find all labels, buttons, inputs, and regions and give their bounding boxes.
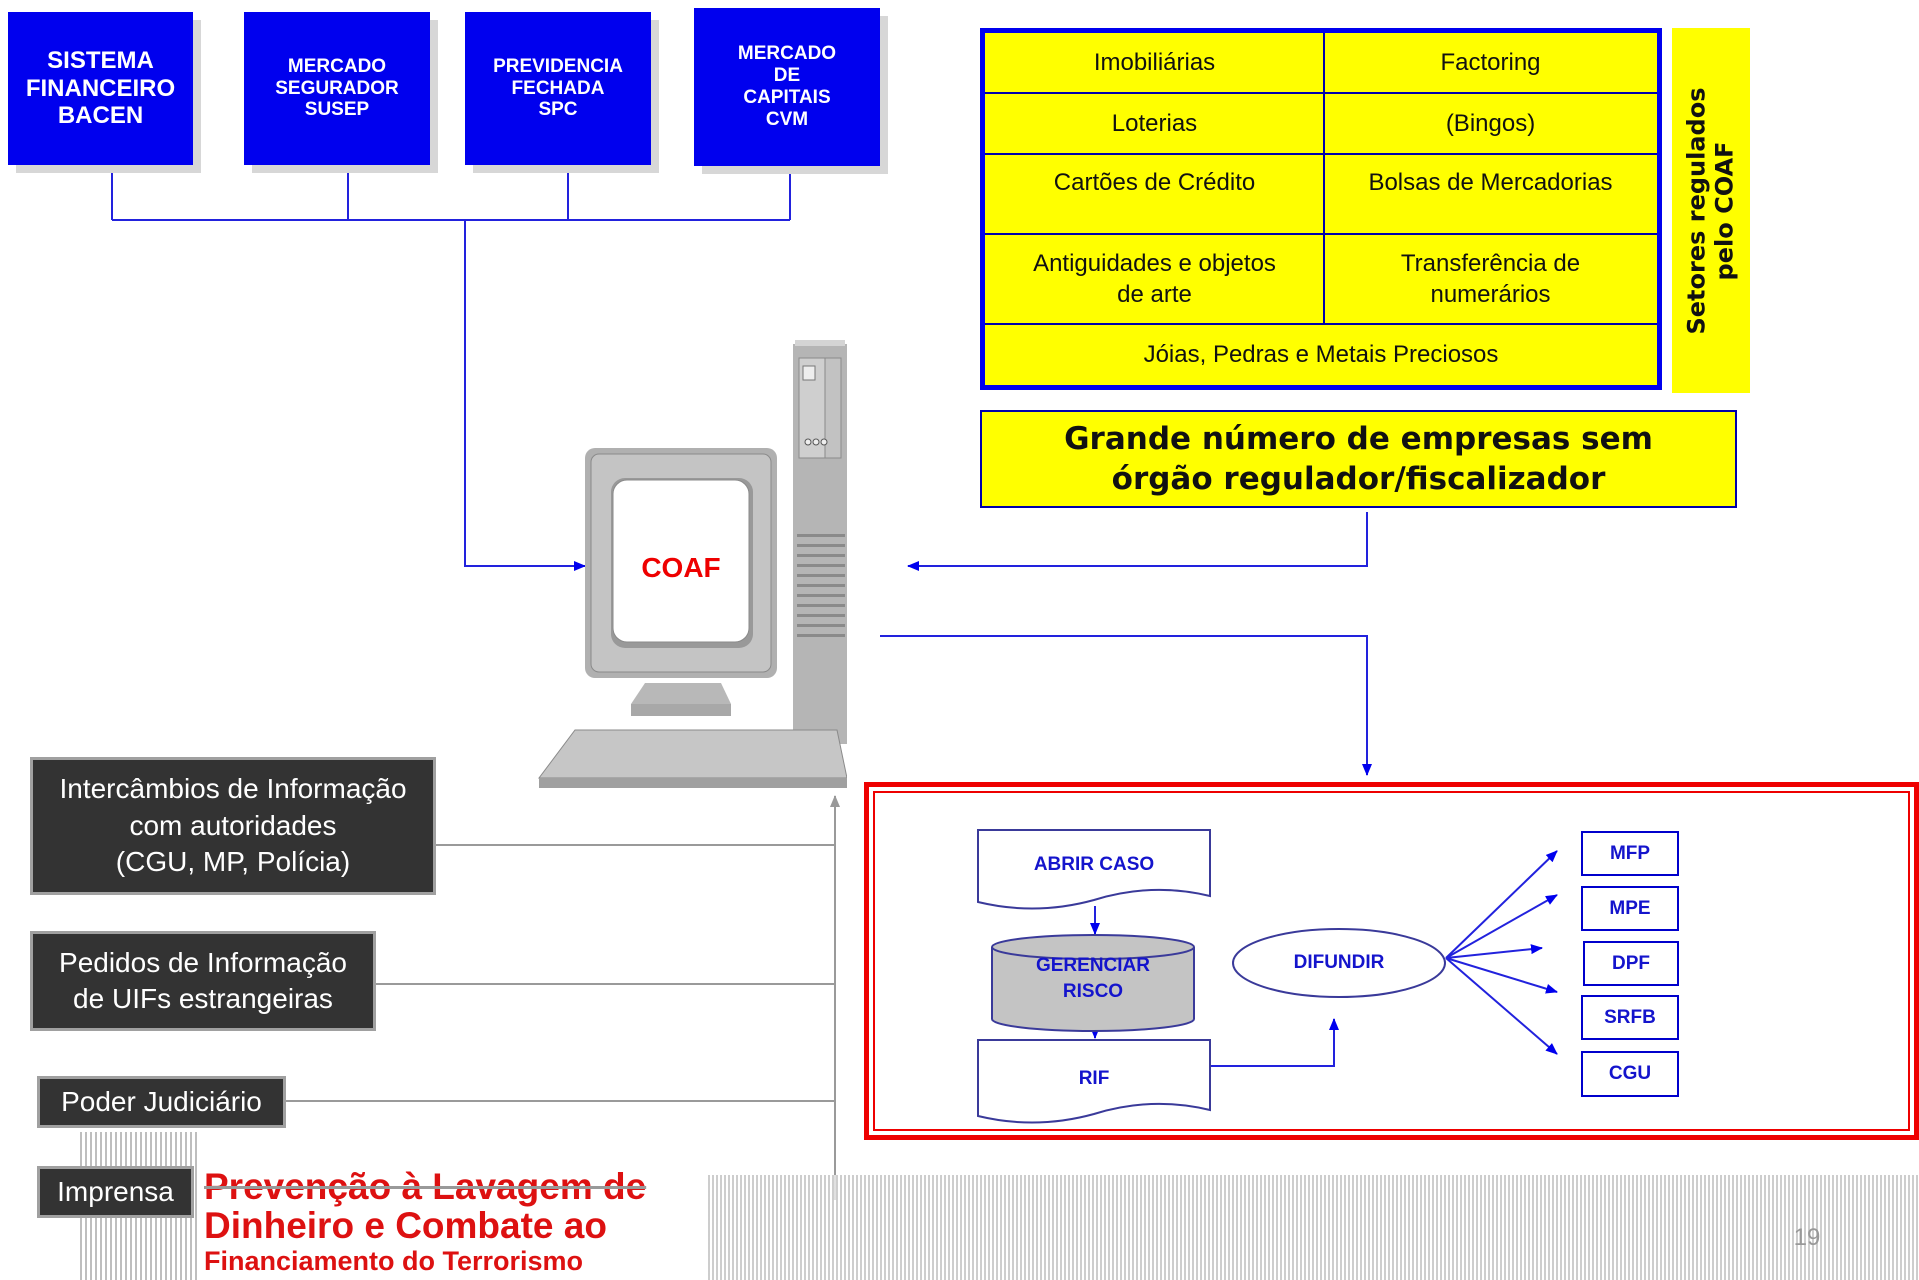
sector-factoring: Factoring bbox=[1440, 49, 1541, 77]
sector-transferencia-line1: Transferência de bbox=[1400, 249, 1581, 277]
sector-bingos: (Bingos) bbox=[1445, 109, 1536, 137]
imprensa-label: Imprensa bbox=[57, 1175, 174, 1207]
coaf-label: COAF bbox=[641, 552, 721, 583]
sector-imobiliarias: Imobiliárias bbox=[1093, 49, 1216, 77]
regulator-line: SUSEP bbox=[304, 99, 370, 121]
regulator-line: SPC bbox=[538, 99, 578, 121]
imprensa-box: Imprensa bbox=[37, 1166, 194, 1218]
sector-transferencia: Transferência de numerários bbox=[1324, 234, 1657, 324]
intercambios-line3: (CGU, MP, Polícia) bbox=[115, 846, 351, 878]
judiciario-label: Poder Judiciário bbox=[61, 1085, 262, 1117]
regulator-line: BACEN bbox=[57, 102, 144, 130]
target-srfb: SRFB bbox=[1581, 995, 1679, 1040]
regulator-line: FECHADA bbox=[511, 77, 605, 99]
sector-bolsas: Bolsas de Mercadorias bbox=[1368, 169, 1613, 197]
sectors-table: Imobiliárias Factoring Loterias (Bingos)… bbox=[980, 28, 1662, 390]
regulator-line: DE bbox=[773, 65, 801, 87]
sector-loterias: Loterias bbox=[1111, 109, 1198, 137]
rif-label: RIF bbox=[1078, 1068, 1110, 1089]
intercambios-box: Intercâmbios de Informação com autoridad… bbox=[30, 757, 436, 895]
pedidos-line1: Pedidos de Informação bbox=[59, 946, 347, 978]
pedidos-line2: de UIFs estrangeiras bbox=[73, 983, 333, 1014]
difundir-shape bbox=[1232, 928, 1446, 998]
pedidos-uif-box: Pedidos de Informação de UIFs estrangeir… bbox=[30, 931, 376, 1031]
unregulated-line2: órgão regulador/fiscalizador bbox=[1111, 461, 1606, 497]
target-cgu: CGU bbox=[1581, 1051, 1679, 1097]
gerenciar-risco-label: GERENCIAR RISCO bbox=[990, 953, 1196, 1004]
regulator-line: CVM bbox=[765, 108, 809, 130]
program-logo-text: Prevenção à Lavagem de Dinheiro e Combat… bbox=[204, 1166, 704, 1277]
regulator-line: PREVIDENCIA bbox=[493, 55, 623, 77]
setores-label-line1: Setores regulados bbox=[1682, 86, 1711, 335]
regulator-line: MERCADO bbox=[737, 43, 837, 65]
poder-judiciario-box: Poder Judiciário bbox=[37, 1076, 286, 1128]
regulator-line: FINANCEIRO bbox=[25, 74, 176, 102]
abrir-caso-label: ABRIR CASO bbox=[1033, 854, 1155, 875]
intercambios-line2: com autoridades bbox=[129, 809, 337, 841]
logo-line1: Prevenção à Lavagem de bbox=[204, 1166, 647, 1207]
target-dpf: DPF bbox=[1583, 941, 1679, 986]
sector-antiguidades: Antiguidades e objetos de arte bbox=[985, 234, 1324, 324]
logo-line2: Dinheiro e Combate ao bbox=[204, 1204, 607, 1246]
difundir-label: DIFUNDIR bbox=[1293, 952, 1385, 973]
unregulated-line1: Grande número de empresas sem bbox=[1064, 420, 1653, 457]
sectors-grid-lines bbox=[985, 33, 1657, 325]
sector-antiguidades-line1: Antiguidades e objetos bbox=[1033, 249, 1276, 277]
target-mpe: MPE bbox=[1581, 886, 1679, 931]
setores-label-line2: pelo COAF bbox=[1710, 141, 1738, 280]
abrir-caso-shape bbox=[977, 829, 1211, 910]
intercambios-line1: Intercâmbios de Informação bbox=[59, 773, 407, 805]
sector-transferencia-line2: numerários bbox=[1430, 281, 1551, 308]
sector-antiguidades-line2: de arte bbox=[1117, 281, 1192, 308]
page-number: 19 bbox=[1793, 1224, 1821, 1251]
computer-icon bbox=[538, 340, 847, 788]
regulator-line: SEGURADOR bbox=[275, 77, 399, 99]
regulator-line: MERCADO bbox=[287, 55, 387, 77]
gerenciar-line1: GERENCIAR bbox=[1035, 955, 1150, 976]
gerenciar-line2: RISCO bbox=[1062, 980, 1124, 1002]
sector-cartoes: Cartões de Crédito bbox=[1053, 169, 1256, 197]
unregulated-companies-box: Grande número de empresas sem órgão regu… bbox=[980, 410, 1737, 508]
coaf-process-frame bbox=[864, 782, 1919, 1140]
logo-line3: Financiamento do Terrorismo bbox=[204, 1245, 584, 1276]
target-mfp: MFP bbox=[1581, 831, 1679, 876]
regulator-line: CAPITAIS bbox=[743, 87, 831, 108]
regulator-line: SISTEMA bbox=[47, 47, 154, 75]
sector-joias: Jóias, Pedras e Metais Preciosos bbox=[1143, 340, 1499, 368]
footer-stripe-band bbox=[708, 1175, 1919, 1280]
setores-regulados-label: Setores regulados pelo COAF bbox=[1672, 28, 1750, 393]
gerenciar-risco-shape bbox=[991, 934, 1195, 1032]
rif-shape bbox=[977, 1039, 1211, 1124]
